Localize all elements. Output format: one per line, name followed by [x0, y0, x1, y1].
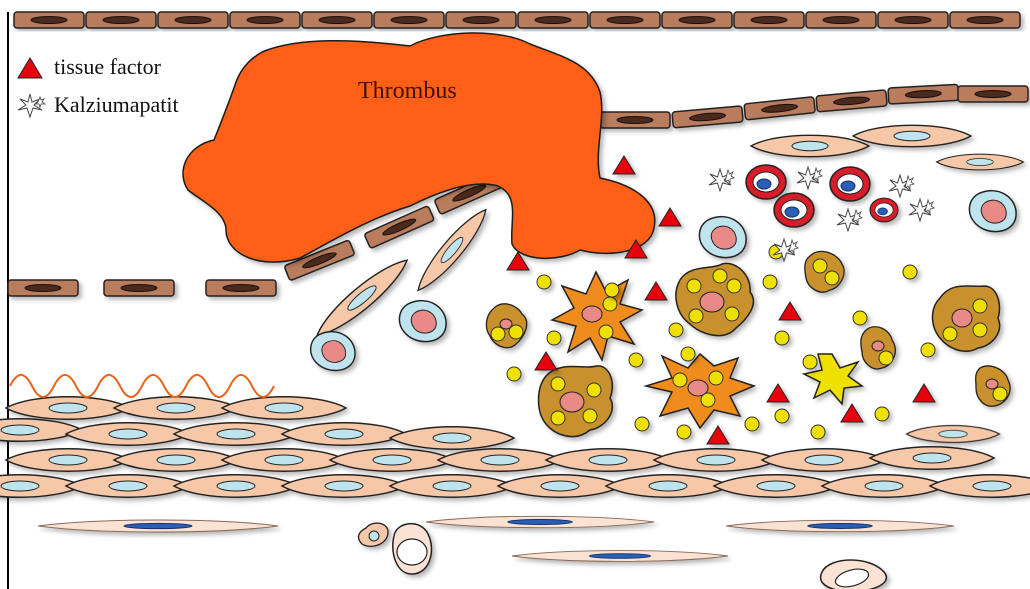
legend-label-calcium-apatite: Kalziumapatit [54, 92, 179, 118]
star-burst-icon [14, 91, 50, 119]
endothelium-top [14, 12, 1020, 28]
legend-label-tissue-factor: tissue factor [54, 54, 161, 80]
legend-item-calcium-apatite: Kalziumapatit [14, 86, 179, 124]
elastic-lamina [10, 375, 274, 397]
red-blood-cells [746, 165, 898, 227]
legend: tissue factor Kalziumapatit [14, 48, 179, 124]
red-triangle-icon [14, 53, 50, 81]
thrombus-label: Thrombus [358, 78, 457, 105]
endothelium-right [600, 84, 1028, 128]
adventitia-fibroblasts [38, 516, 954, 561]
legend-item-tissue-factor: tissue factor [14, 48, 179, 86]
